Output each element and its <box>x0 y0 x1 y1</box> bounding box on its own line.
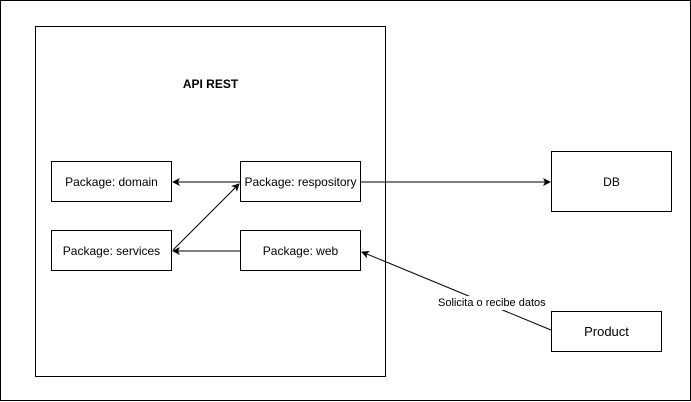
node-db: DB <box>551 151 672 212</box>
node-product: Product <box>551 311 662 352</box>
node-package-repository: Package: respository <box>240 161 361 202</box>
node-package-services: Package: services <box>51 230 172 271</box>
edge-label-product-web: Solicita o recibe datos <box>437 296 547 310</box>
node-package-web: Package: web <box>240 230 361 271</box>
edge-product-to-web <box>361 250 552 331</box>
api-rest-title: API REST <box>182 77 239 91</box>
node-package-domain: Package: domain <box>51 161 172 202</box>
